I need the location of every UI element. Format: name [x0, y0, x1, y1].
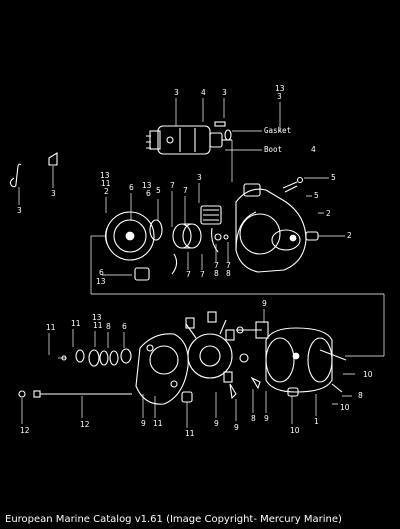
seal-washer [239, 353, 249, 363]
callout: 10 [290, 426, 300, 435]
callout: 3 [277, 92, 282, 101]
callout: 3 [51, 189, 56, 198]
callout: 12 [20, 426, 30, 435]
callout: 13 [92, 313, 102, 322]
callout: 9 [264, 414, 269, 423]
thru-bolts-small [58, 355, 67, 361]
commutator-end-cap [135, 333, 189, 405]
callout: 5 [156, 186, 161, 195]
callout: 13 [275, 84, 285, 93]
gasket-label: Gasket [264, 126, 291, 135]
armature [236, 321, 269, 339]
callout: 13 [100, 171, 110, 180]
callout: 3 [17, 206, 22, 215]
leader-lines [18, 98, 355, 428]
callout: 7 [170, 181, 175, 190]
terminal-nut [287, 387, 299, 397]
callout: 7 [214, 261, 219, 270]
callout: 12 [80, 420, 90, 429]
callout: 2 [104, 187, 109, 196]
callout: 8 [251, 414, 256, 423]
callout: 6 [99, 268, 104, 277]
o-ring-set [75, 348, 132, 367]
drive-pinion [104, 211, 155, 261]
callout: 7 [200, 270, 205, 279]
callout: 9 [262, 299, 267, 308]
callout: 8 [358, 391, 363, 400]
callout: 8 [106, 322, 111, 331]
callout: 7 [226, 261, 231, 270]
callout: 1 [314, 417, 319, 426]
nut [18, 390, 26, 398]
callout: 9 [141, 419, 146, 428]
callout: 9 [214, 419, 219, 428]
callout: 4 [201, 88, 206, 97]
callout: 3 [197, 173, 202, 182]
retainer [134, 267, 150, 281]
callout: 11 [153, 419, 163, 428]
spring-clip [171, 253, 178, 275]
callout: 6 [122, 322, 127, 331]
callout: 11 [101, 179, 111, 188]
bracket-clip [181, 391, 193, 403]
callout-labels: 3 4 3 13 3 Gasket Boot 4 3 3 3 5 5 13 11… [17, 84, 373, 438]
callout: 6 [129, 183, 134, 192]
bushing [305, 231, 319, 241]
starter-motor-exploded-view: 3 4 3 13 3 Gasket Boot 4 3 3 3 5 5 13 11… [9, 84, 385, 438]
clip [9, 163, 22, 188]
boot-label: Boot [264, 145, 282, 154]
callout: 11 [185, 429, 195, 438]
callout: 3 [222, 88, 227, 97]
callout: 11 [93, 321, 103, 330]
brush-spring [229, 376, 261, 400]
brush-plate [185, 311, 235, 383]
drive-end-housing [211, 183, 307, 273]
callout: 11 [71, 319, 81, 328]
callout: 4 [311, 145, 316, 154]
callout: 7 [186, 270, 191, 279]
callout: 2 [347, 231, 352, 240]
field-frame [265, 327, 347, 393]
callout: 7 [183, 186, 188, 195]
ground-strap [331, 383, 343, 393]
callout: 8 [226, 269, 231, 278]
callout: 8 [214, 269, 219, 278]
callout: 2 [326, 209, 331, 218]
housing-screw [282, 176, 304, 193]
callout: 10 [363, 370, 373, 379]
bracket [48, 152, 58, 166]
callout: 3 [174, 88, 179, 97]
image-caption: European Marine Catalog v1.61 (Image Cop… [0, 510, 400, 529]
gasket-part [224, 129, 262, 141]
pin [214, 121, 226, 127]
through-bolt [33, 390, 132, 398]
callout: 13 [142, 181, 152, 190]
callout: 10 [340, 403, 350, 412]
callout: 11 [46, 323, 56, 332]
callout: 5 [314, 191, 319, 200]
solenoid [146, 125, 232, 155]
callout: 5 [331, 173, 336, 182]
pivot-pin [214, 233, 229, 241]
washer [149, 219, 163, 241]
gear-reduction [200, 205, 222, 225]
callout: 13 [96, 277, 106, 286]
callout: 9 [234, 423, 239, 432]
callout: 6 [146, 189, 151, 198]
overrunning-clutch [172, 223, 202, 249]
